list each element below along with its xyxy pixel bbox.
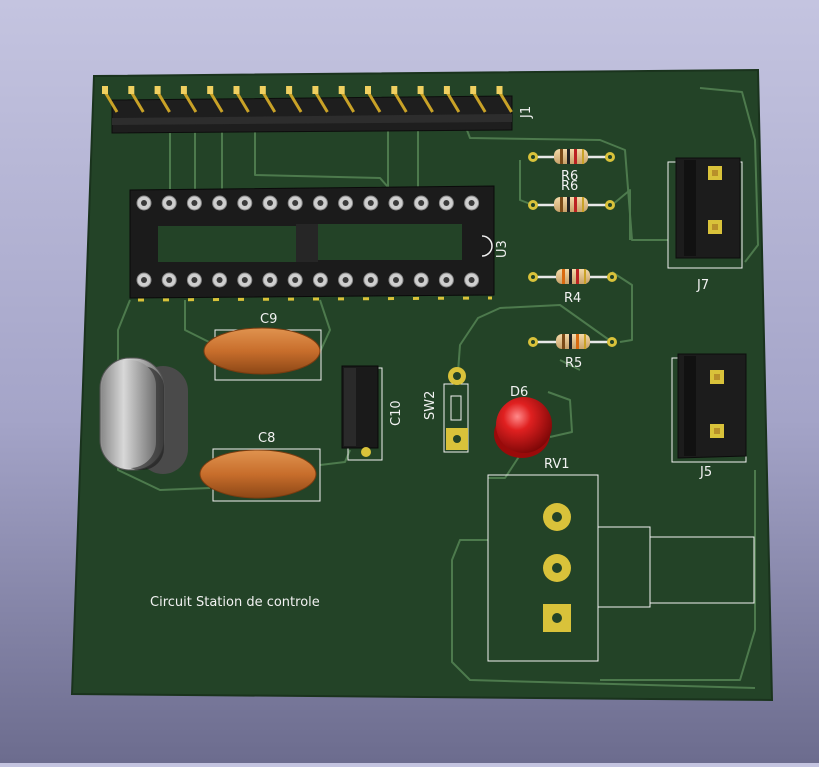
- socket-pin-hole: [443, 200, 450, 206]
- capacitor-c10: [341, 365, 383, 461]
- resistor-r6-bottom: [528, 197, 615, 212]
- j1-pin-header: [102, 86, 513, 134]
- socket-pin-hole: [166, 277, 173, 283]
- socket-pin-hole: [468, 277, 475, 283]
- socket-pin-hole: [241, 200, 248, 206]
- header-pin: [207, 86, 224, 113]
- socket-pin-hole: [317, 277, 324, 283]
- capacitor-c8: [199, 448, 321, 502]
- sw2-label: SW2: [423, 391, 438, 420]
- socket-pin-hole: [367, 200, 374, 206]
- resistor-r4: [528, 269, 617, 284]
- r4-label: R4: [564, 291, 581, 306]
- socket-pin-hole: [191, 200, 198, 206]
- header-pin: [365, 86, 382, 113]
- header-pin: [470, 86, 487, 113]
- socket-pin-hole: [342, 200, 349, 206]
- capacitor-c9: [203, 327, 322, 381]
- header-pin: [154, 86, 171, 113]
- j7-connector: [667, 157, 743, 269]
- socket-pin-hole: [468, 200, 475, 206]
- socket-pin-hole: [342, 277, 349, 283]
- socket-pin-hole: [191, 277, 198, 283]
- resistor-r5: [528, 334, 617, 349]
- header-pin: [102, 86, 119, 113]
- header-pin: [417, 86, 434, 113]
- potentiometer-rv1: [487, 474, 755, 662]
- socket-pin-hole: [216, 277, 223, 283]
- j7-label: J7: [696, 278, 709, 293]
- board-title-silkscreen: Circuit Station de controle: [150, 595, 320, 610]
- copper-traces: [117, 87, 759, 689]
- socket-pin-hole: [292, 277, 299, 283]
- header-pin: [312, 86, 329, 113]
- socket-pin-hole: [141, 277, 147, 283]
- socket-pin-hole: [216, 200, 223, 206]
- j5-label: J5: [699, 465, 712, 480]
- r5-label: R5: [565, 356, 582, 371]
- socket-pin-hole: [393, 200, 399, 206]
- c9-label: C9: [260, 312, 277, 327]
- socket-pin-hole: [418, 277, 425, 283]
- u3-dip-socket: [129, 185, 495, 302]
- j1-pins: [102, 86, 513, 113]
- socket-pin-hole: [267, 200, 273, 206]
- u3-label: U3: [495, 240, 510, 258]
- switch-sw2: [443, 367, 469, 453]
- socket-pin-hole: [241, 277, 248, 283]
- crystal-oscillator: [99, 357, 188, 474]
- header-pin: [443, 86, 461, 113]
- header-pin: [496, 86, 513, 113]
- header-pin: [180, 86, 198, 113]
- socket-pin-hole: [267, 277, 273, 283]
- socket-pin-hole: [141, 200, 147, 206]
- c8-label: C8: [258, 431, 275, 446]
- c10-label: C10: [389, 400, 404, 426]
- header-pin: [128, 86, 145, 113]
- header-pin: [391, 86, 408, 113]
- r6-bottom-label: R6: [561, 179, 578, 194]
- u3-pins: [136, 195, 480, 288]
- socket-pin-hole: [166, 200, 173, 206]
- header-pin: [338, 86, 355, 113]
- j5-connector: [671, 353, 747, 463]
- r6-top-label: R6: [561, 169, 578, 184]
- led-d6: [494, 397, 552, 458]
- j1-label: J1: [519, 106, 534, 119]
- socket-pin-hole: [393, 277, 399, 283]
- socket-pin-hole: [367, 277, 374, 283]
- socket-pin-hole: [292, 200, 299, 206]
- d6-label: D6: [510, 385, 528, 400]
- header-pin: [259, 86, 277, 113]
- header-pin: [286, 86, 303, 113]
- socket-pin-hole: [418, 200, 425, 206]
- header-pin: [233, 86, 250, 113]
- socket-pin-hole: [317, 200, 324, 206]
- rv1-label: RV1: [544, 457, 570, 472]
- resistor-r6-top: [528, 149, 615, 164]
- socket-pin-hole: [443, 277, 450, 283]
